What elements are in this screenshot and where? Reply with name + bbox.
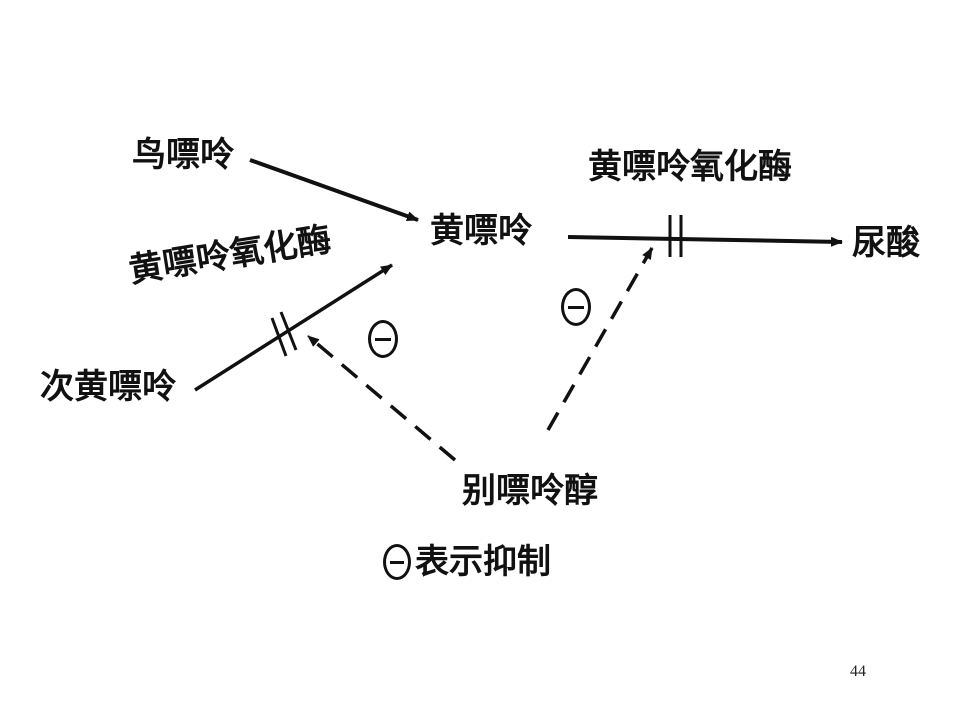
allopurinol-label: 别嘌呤醇	[462, 471, 598, 511]
arrow-xanthine-to-uric-acid	[567, 235, 843, 247]
dashed-inhibition-right	[546, 247, 654, 431]
inhibition-icon-right	[561, 288, 591, 326]
arrow-guanine-to-xanthine	[249, 158, 419, 222]
hypoxanthine-label: 次黄嘌呤	[40, 367, 176, 407]
inhibition-legend-icon	[383, 544, 411, 580]
enzyme-label-right: 黄嘌呤氧化酶	[588, 147, 792, 187]
arrow-hypoxanthine-to-xanthine	[194, 263, 393, 392]
guanine-label: 鸟嘌呤	[132, 135, 234, 175]
xanthine-label: 黄嘌呤	[430, 211, 532, 251]
block-mark-right	[668, 215, 683, 257]
dashed-inhibition-left	[306, 334, 457, 462]
inhibition-icon-left	[368, 320, 398, 358]
block-mark-left	[270, 311, 298, 357]
uric-acid-label: 尿酸	[852, 223, 920, 263]
page-number: 44	[850, 663, 866, 680]
legend: 表示抑制	[383, 542, 551, 582]
legend-text: 表示抑制	[415, 542, 551, 582]
